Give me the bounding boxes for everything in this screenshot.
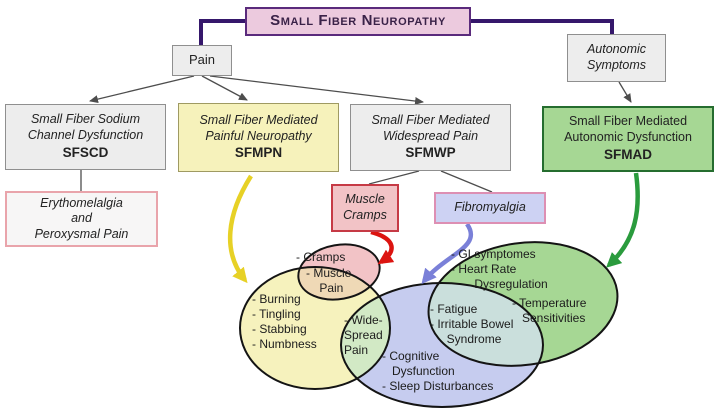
sfmad-line1: Small Fiber Mediated (568, 114, 688, 129)
title-node: Small Fiber Neuropathy (245, 7, 471, 36)
erythomelalgia-node: Erythomelalgia and Peroxysmal Pain (5, 191, 158, 247)
sfscd-line1: Small Fiber Sodium (30, 112, 141, 127)
venn-label-temperature: - Temperature Sensitivities (512, 296, 587, 325)
arrow-sfmpn-to-venn (227, 174, 253, 284)
branch-connectors (80, 75, 632, 193)
sfmpn-acronym: SFMPN (234, 145, 283, 161)
sfmpn-line1: Small Fiber Mediated (199, 112, 318, 127)
venn-label-muscle-pain: - Muscle Pain (306, 266, 352, 295)
arrow-sfmad-to-venn (606, 172, 640, 268)
sfscd-acronym: SFSCD (62, 144, 109, 160)
venn-label-cognitive-sleep: - Cognitive Dysfunction - Sleep Disturba… (382, 349, 494, 393)
venn-label-cramps: - Cramps (296, 250, 346, 264)
venn-label-gi-heart: - GI symptomes - Heart Rate Dysregulatio… (451, 247, 548, 291)
fibromyalgia-node: Fibromyalgia (434, 192, 546, 224)
sfmad-acronym: SFMAD (604, 146, 652, 162)
autonomic-symptoms-node: Autonomic Symptoms (567, 34, 666, 82)
muscle-cramps-node: Muscle Cramps (331, 184, 399, 232)
venn-label-widespread-pain: - Wide- Spread Pain (344, 313, 383, 357)
venn-outlines (239, 241, 619, 408)
sfmwp-acronym: SFMWP (405, 145, 456, 161)
sfmwp-line2: Widespread Pain (382, 128, 479, 143)
venn-cramps-pain-overlap (298, 267, 380, 300)
title-connectors (199, 19, 614, 45)
venn-label-fatigue-ibs: - Fatigue - Irritable Bowel Syndrome (430, 302, 514, 346)
arrow-fibromyalgia-to-venn (421, 222, 474, 285)
pain-node: Pain (172, 45, 232, 76)
sfmpn-node: Small Fiber Mediated Painful Neuropathy … (178, 103, 339, 172)
sfscd-node: Small Fiber Sodium Channel Dysfunction S… (5, 104, 166, 170)
sfmad-node: Small Fiber Mediated Autonomic Dysfuncti… (542, 106, 714, 172)
venn-label-pain-symptoms: - Burning - Tingling - Stabbing - Numbne… (252, 292, 317, 351)
sfscd-line2: Channel Dysfunction (27, 128, 144, 143)
sfmad-line2: Autonomic Dysfunction (564, 130, 692, 145)
arrow-cramps-to-venn (370, 229, 395, 265)
sfmwp-node: Small Fiber Mediated Widespread Pain SFM… (350, 104, 511, 171)
sfmwp-line1: Small Fiber Mediated (371, 112, 490, 127)
sfmpn-line2: Painful Neuropathy (205, 128, 312, 143)
